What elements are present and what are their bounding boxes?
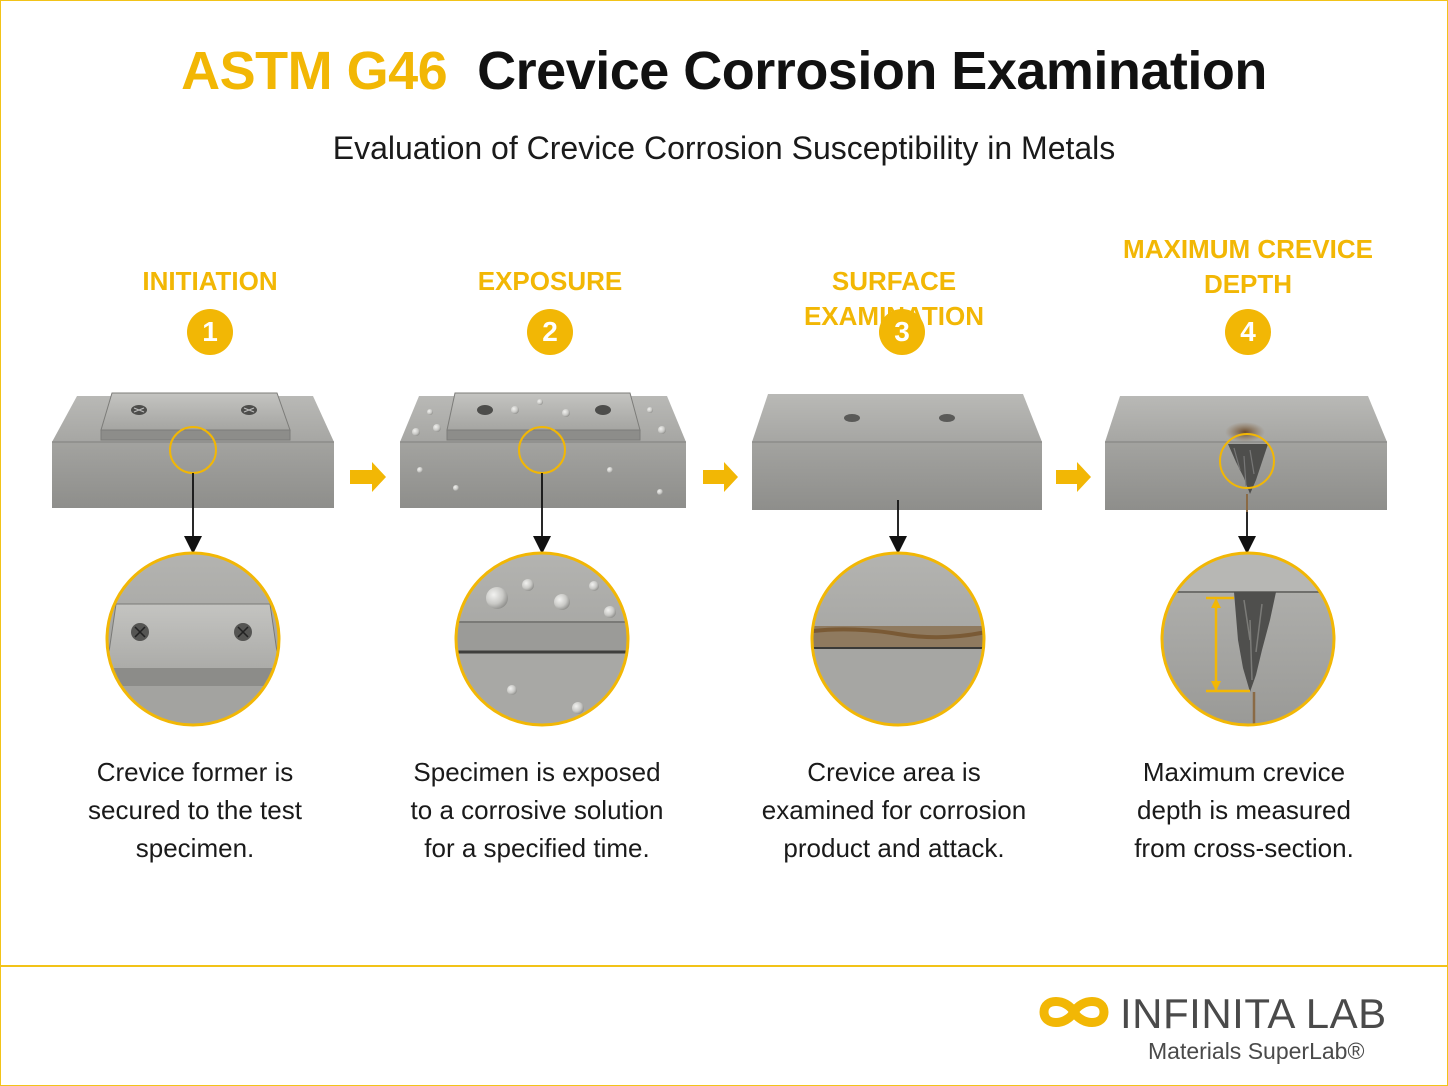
step-2-badge: 2 <box>527 309 573 355</box>
logo-tagline: Materials SuperLab® <box>1148 1038 1365 1064</box>
arrow-right-icon <box>1056 462 1091 492</box>
step-1-label: INITIATION <box>142 266 278 296</box>
step-3-badge: 3 <box>879 309 925 355</box>
infinity-logo-icon <box>1039 997 1109 1027</box>
title-standard: ASTM G46 <box>181 41 448 101</box>
detail-view-3 <box>810 551 986 727</box>
page-subtitle: Evaluation of Crevice Corrosion Suscepti… <box>332 130 1116 166</box>
step-4-badge: 4 <box>1225 309 1271 355</box>
detail-view-2 <box>454 551 630 727</box>
depth-measurement-indicator <box>1206 596 1250 693</box>
specimen-block-4 <box>1105 396 1387 512</box>
logo-name: INFINITA LAB <box>1120 990 1387 1037</box>
arrow-right-icon <box>350 462 386 492</box>
process-illustration <box>52 392 1387 727</box>
step-2-label: EXPOSURE <box>477 266 623 296</box>
page-title: ASTM G46 Crevice Corrosion Examination <box>0 40 1448 102</box>
solution-droplets <box>412 399 666 495</box>
step-1-badge: 1 <box>187 309 233 355</box>
crevice-former-plate <box>100 392 291 441</box>
specimen-block-2 <box>400 392 686 508</box>
crevice-former-plate-2 <box>446 392 641 441</box>
arrow-right-icon <box>703 462 738 492</box>
detail-view-1 <box>105 551 281 727</box>
detail-view-4 <box>1160 551 1336 727</box>
title-main: Crevice Corrosion Examination <box>477 41 1267 101</box>
footer-divider <box>0 965 1448 967</box>
specimen-block-3 <box>752 394 1042 510</box>
